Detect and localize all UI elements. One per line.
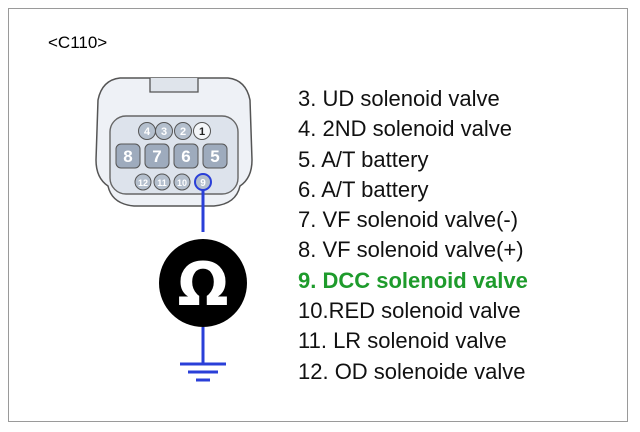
pin-10: 10 xyxy=(173,173,191,191)
pin-2: 2 xyxy=(174,122,192,140)
pin-5: 5 xyxy=(202,143,228,169)
svg-text:1: 1 xyxy=(199,126,205,138)
pin-description-11: 11. LR solenoid valve xyxy=(298,328,507,354)
svg-text:9: 9 xyxy=(200,178,206,189)
svg-text:10: 10 xyxy=(177,178,187,188)
svg-text:11: 11 xyxy=(157,178,167,188)
pin-6: 6 xyxy=(173,143,199,169)
svg-text:7: 7 xyxy=(152,147,161,166)
pin-description-5: 5. A/T battery xyxy=(298,146,429,172)
pin-description-8: 8. VF solenoid valve(+) xyxy=(298,237,524,263)
ohmmeter-body xyxy=(159,239,247,327)
diagram-frame xyxy=(8,8,628,422)
connector-label: <C110> xyxy=(48,33,108,52)
pin-description-3: 3. UD solenoid valve xyxy=(298,86,500,111)
connector-middle-row: 8 7 6 5 xyxy=(115,143,228,169)
svg-text:8: 8 xyxy=(123,147,132,166)
pin-description-12: 12. OD solenoide valve xyxy=(298,358,526,384)
pin-1: 1 xyxy=(193,122,211,140)
ground-icon xyxy=(180,362,226,382)
pin-description-4: 4. 2ND solenoid valve xyxy=(298,116,513,142)
pin-8: 8 xyxy=(115,143,141,169)
pin-description-7: 7. VF solenoid valve(-) xyxy=(298,207,519,233)
pin-3: 3 xyxy=(155,122,173,140)
pin-12: 12 xyxy=(134,173,152,191)
pin-11: 11 xyxy=(153,173,171,191)
svg-text:4: 4 xyxy=(144,126,151,138)
pin-4: 4 xyxy=(138,122,156,140)
svg-text:5: 5 xyxy=(210,147,219,166)
pin-description-6: 6. A/T battery xyxy=(298,176,429,202)
svg-text:12: 12 xyxy=(138,178,148,188)
ohmmeter: Ω xyxy=(159,239,247,327)
svg-text:3: 3 xyxy=(161,126,167,138)
pin-description-9-highlighted: 9. DCC solenoid valve xyxy=(298,267,528,293)
pin-description-10: 10.RED solenoid valve xyxy=(298,298,521,324)
ohm-symbol: Ω xyxy=(177,250,228,320)
connector-top-row: 4 3 2 1 xyxy=(138,122,211,140)
svg-text:6: 6 xyxy=(181,147,190,166)
svg-text:2: 2 xyxy=(180,126,186,138)
pin-description-list: 3. UD solenoid valve 4. 2ND solenoid val… xyxy=(298,84,528,387)
connector-latch xyxy=(149,78,199,93)
pin-9: 9 xyxy=(194,173,212,191)
connector-bottom-row: 12 11 10 9 xyxy=(134,173,212,191)
pin-7: 7 xyxy=(144,143,170,169)
